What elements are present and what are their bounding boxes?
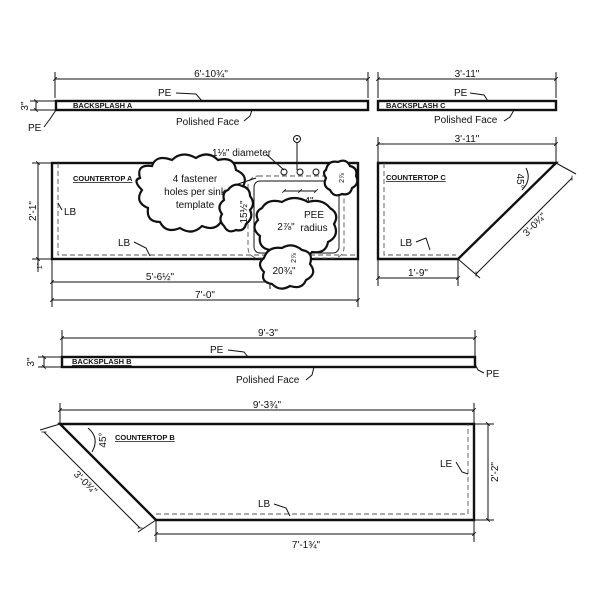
faucet-hole (296, 168, 304, 176)
leader (227, 349, 249, 358)
countertop-b-bottom: 7'-1¾" (292, 540, 321, 551)
sink-setback: 2⅞" (277, 222, 295, 233)
backsplash-b-piece (60, 355, 477, 369)
countertop-b-depth: 2'-2" (490, 462, 501, 482)
countertop-c-edge-dashes (383, 163, 456, 256)
ext-line (555, 162, 577, 175)
sink-depth-cloud (218, 183, 255, 233)
backsplash-b-face: Polished Face (236, 375, 300, 386)
countertop-a-title: COUNTERTOP A (73, 174, 133, 183)
backsplash-a-title: BACKSPLASH A (73, 101, 133, 110)
backsplash-b-edge-top: PE (210, 345, 224, 356)
countertop-a-edge-front: LB (118, 238, 131, 249)
backsplash-b-title: BACKSPLASH B (72, 357, 132, 366)
small-dim-2: 2⅞ (291, 253, 298, 263)
countertop-c-diag-dimline (475, 175, 573, 277)
soap-hole-center (296, 138, 298, 140)
radius-note-line-2: radius (300, 223, 327, 234)
countertop-a-edge-dashes (57, 163, 358, 256)
ext-line (457, 258, 481, 279)
backsplash-c-edge-top: PE (454, 88, 468, 99)
leader (503, 109, 515, 122)
leader (455, 461, 469, 475)
fastener-note-line-1: 4 fastener (173, 174, 218, 185)
countertop-c-title: COUNTERTOP C (386, 173, 446, 182)
backsplash-b-edge-side: PE (486, 369, 500, 380)
countertop-c-edge: LB (400, 238, 413, 249)
countertop-c: COUNTERTOP C 3'-11" 45° 3'-0¾" LB 1'-9" (375, 134, 577, 286)
backsplash-b: 9'-3" BACKSPLASH B 3" PE PE Polished Fac… (26, 328, 500, 386)
backsplash-c-face: Polished Face (434, 115, 498, 126)
countertop-b-width: 9'-3¾" (253, 400, 282, 411)
leader (243, 109, 253, 122)
countertop-a-width: 7'-0" (195, 290, 215, 301)
leader (273, 503, 291, 517)
backsplash-c-title: BACKSPLASH C (386, 101, 446, 110)
countertop-a-depth: 2'-1" (28, 201, 39, 221)
leader (415, 237, 431, 251)
backsplash-a-piece (54, 99, 370, 112)
sink-width: 20¾" (272, 266, 295, 277)
leader (133, 241, 151, 257)
leader (305, 366, 315, 381)
radius-note-line-1: PEE (304, 210, 324, 221)
backsplash-a-face: Polished Face (176, 117, 240, 128)
countertop-b-angle: 45° (98, 432, 109, 447)
backsplash-a: 6'-10¾" BACKSPLASH A 3" PE PE Polished F… (20, 69, 371, 134)
backsplash-c-piece (376, 99, 558, 112)
countertop-b-edge-front: LB (258, 499, 271, 510)
small-dim-1: 2⅞ (339, 173, 346, 183)
countertop-a-overhang: 1" (37, 262, 44, 269)
sink-depth: 15½" (239, 200, 250, 223)
leader (57, 202, 63, 211)
leader (43, 109, 57, 128)
countertop-b: COUNTERTOP B 9'-3¾" 45° 3'-0¾" 2'-2" LB … (39, 400, 501, 551)
backsplash-a-edge-side: PE (28, 123, 42, 134)
radius-cloud (253, 196, 338, 260)
countertop-b-diag-dimline (41, 431, 143, 529)
countertop-a-width-to-sink: 5'-6½" (146, 272, 175, 283)
faucet-hole (312, 168, 320, 176)
fastener-note-line-3: template (176, 200, 215, 211)
leader (469, 92, 489, 102)
sink-width-cloud (258, 244, 315, 290)
backsplash-a-edge-top: PE (158, 88, 172, 99)
backsplash-c: 3'-11" BACKSPLASH C PE Polished Face (375, 69, 559, 126)
backsplash-b-height: 3" (26, 357, 37, 367)
ext-line (39, 423, 61, 431)
backsplash-a-width: 6'-10¾" (194, 69, 228, 80)
backsplash-c-width: 3'-11" (455, 69, 480, 80)
countertop-b-title: COUNTERTOP B (115, 433, 175, 442)
hole-note: 1⅛" diameter (212, 148, 272, 159)
leader (265, 153, 285, 171)
soap-hole (293, 135, 301, 143)
countertop-a-edge-back: LB (64, 207, 77, 218)
countertop-c-angle: 45° (514, 173, 525, 188)
ext-line (137, 519, 157, 533)
backsplash-a-height: 3" (20, 101, 31, 111)
countertop-b-edge-dashes (156, 424, 469, 515)
countertop-b-edge-side: LE (440, 459, 453, 470)
leader (237, 177, 257, 185)
countertop-c-front: 1'-9" (408, 268, 428, 279)
backsplash-b-width: 9'-3" (258, 328, 278, 339)
countertop-a: COUNTERTOP A 2'-1" 1" LB LB 5'-6½" 7'-0"… (28, 135, 361, 307)
leader (175, 92, 203, 102)
countertop-c-width: 3'-11" (455, 134, 480, 145)
leader (474, 363, 485, 374)
fastener-note-line-2: holes per sink (164, 187, 227, 198)
small-dim-cloud (322, 159, 359, 197)
faucet-hole (280, 168, 288, 176)
